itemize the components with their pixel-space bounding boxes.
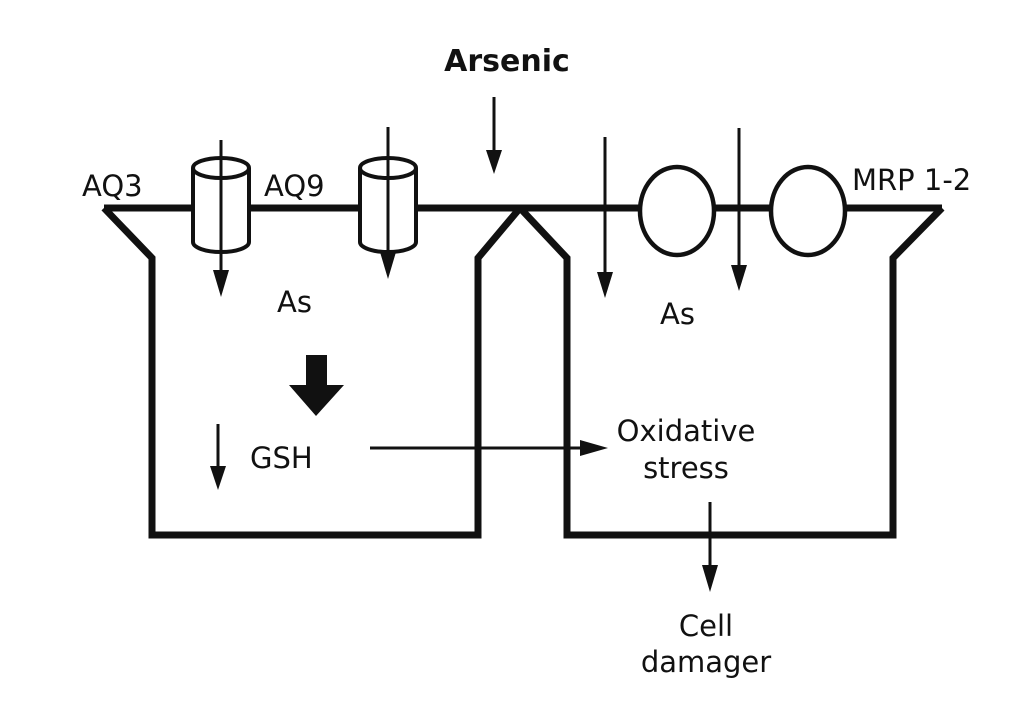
gsh-to-stress-arrow (370, 440, 608, 456)
aq9-label: AQ9 (264, 169, 325, 203)
oxidative-label: Oxidative (617, 414, 756, 448)
arsenic-entry-arrow (486, 97, 502, 174)
right-influx-arrow-1 (597, 137, 613, 298)
right-as-label: As (660, 297, 695, 331)
mrp-pump-1 (637, 164, 717, 258)
gsh-label: GSH (250, 441, 313, 475)
aq3-label: AQ3 (82, 169, 143, 203)
aq3-influx-arrow (213, 140, 229, 297)
left-cell-outline (101, 205, 523, 539)
bold-down-arrow (289, 355, 344, 416)
aq9-influx-arrow (380, 127, 396, 279)
mrp-label: MRP 1-2 (852, 163, 971, 197)
arsenic-title: Arsenic (444, 44, 570, 79)
damager-label: damager (641, 645, 771, 679)
cell-label: Cell (679, 609, 733, 643)
right-influx-arrow-2 (731, 128, 747, 291)
gsh-decrease-arrow (210, 424, 226, 490)
stress-label: stress (643, 451, 729, 485)
mrp-pump-2 (768, 164, 848, 258)
left-as-label: As (277, 285, 312, 319)
stress-to-damage-arrow (702, 502, 718, 592)
right-cell-outline (517, 205, 945, 539)
